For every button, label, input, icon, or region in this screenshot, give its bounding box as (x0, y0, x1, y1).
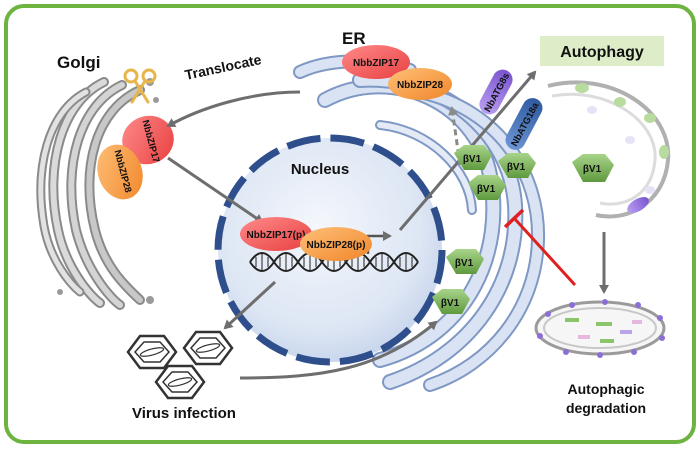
er-bzip17-label: NbbZIP17 (353, 58, 400, 69)
er-bzip28-protein: NbbZIP28 (388, 68, 452, 100)
bv1-label: βV1 (463, 154, 482, 165)
phagophore (547, 80, 671, 219)
virus-particle (182, 330, 234, 366)
bv1-protein: βV1 (454, 145, 492, 170)
er-bzip28-label: NbbZIP28 (397, 80, 444, 91)
autophagy-label-box (540, 36, 664, 66)
inhibition-symbol (503, 208, 577, 287)
autophagy-label: Autophagy (560, 44, 644, 61)
nucleus-label: Nucleus (291, 161, 349, 178)
golgi-bzip28-protein: NbbZIP28 (97, 144, 143, 200)
virus-infection-label: Virus infection (132, 405, 236, 422)
nucleus-bzip28p-label: NbbZIP28(p) (307, 240, 366, 251)
translocate-arrow (166, 90, 301, 128)
bv1-protein: βV1 (572, 154, 614, 182)
scissors-icon (123, 68, 157, 104)
virus-particle (154, 364, 206, 400)
er-bzip17-protein: NbbZIP17 (342, 45, 410, 79)
bv1-protein: βV1 (432, 289, 470, 314)
autolysosome (534, 299, 666, 358)
virus-particle (126, 334, 178, 370)
bv1-label: βV1 (455, 258, 474, 269)
bv1-protein: βV1 (446, 249, 484, 274)
autophagic-degradation-label-line1: Autophagic (568, 381, 645, 397)
bv1-label: βV1 (507, 162, 526, 173)
golgi-bzip17-protein: NbbZIP17 (122, 115, 174, 165)
virus-to-er-arrow (239, 320, 438, 380)
nucleus-bzip28p-protein: NbbZIP28(p) (300, 227, 372, 261)
bv1-protein: βV1 (498, 153, 536, 178)
golgi-apparatus (36, 77, 159, 310)
bv1-protein: βV1 (468, 175, 506, 200)
nucleus-bzip17p-protein: NbbZIP17(p) (240, 217, 312, 251)
golgi-to-nucleus-arrow (167, 156, 264, 224)
nucleus-to-virus-arrow (223, 280, 277, 330)
golgi-label: Golgi (57, 53, 100, 72)
bv1-label: βV1 (477, 184, 496, 195)
nucleus-bzip17p-label: NbbZIP17(p) (247, 230, 306, 241)
bv1-label: βV1 (441, 298, 460, 309)
er-label: ER (342, 29, 366, 48)
bv1-label: βV1 (583, 164, 602, 175)
autophagic-degradation-label-line2: degradation (566, 400, 646, 416)
